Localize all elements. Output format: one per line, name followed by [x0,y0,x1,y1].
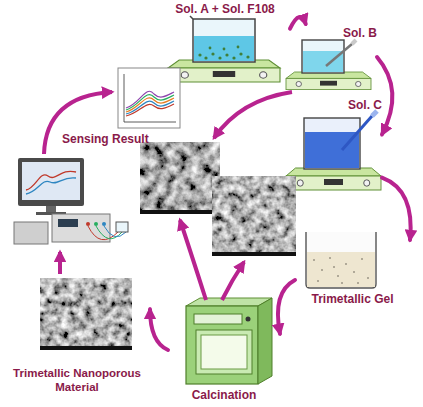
stage-label: Sol. B [282,26,377,40]
process-arrow [150,309,168,350]
stage-label: Calcination [168,388,280,402]
process-stage: Sol. B [282,24,377,90]
stage-label: Sol. A + Sol. F108 [160,2,290,16]
stage-label: Trimetallic Gel [295,292,410,306]
stage-label: Sol. C [282,98,382,112]
process-stage: Trimetallic Gel [295,228,410,308]
process-stage: Trimetallic Nanoporous Material [4,272,150,396]
stage-label: Trimetallic Nanoporous Material [4,366,150,394]
process-stage: Sol. C [282,96,382,192]
process-arrow [278,280,295,334]
process-arrow [382,178,411,240]
process-stage: Calcination [168,296,280,404]
process-stage: Sensing Result [62,62,182,148]
process-arrow [377,57,392,134]
process-stage: Sol. A + Sol. F108 [160,0,290,82]
process-arrow [290,17,306,29]
stage-label: Sensing Result [62,132,182,146]
